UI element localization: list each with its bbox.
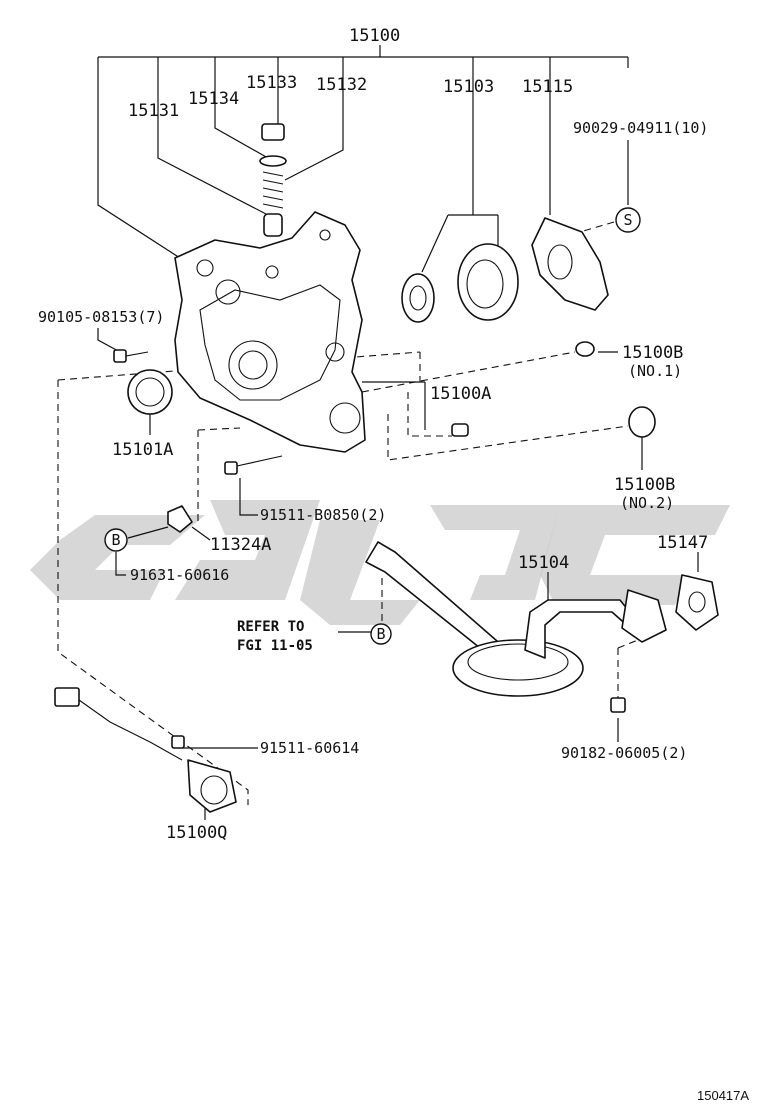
label-15103: 15103 <box>443 77 494 97</box>
oil-pump-housing <box>174 211 366 453</box>
label-91511-b0850: 91511-B0850(2) <box>260 506 386 524</box>
label-15100b-no1: 15100B <box>622 343 683 363</box>
label-15133: 15133 <box>246 73 297 93</box>
strainer-part <box>365 541 667 697</box>
pump-cover-plate <box>531 217 609 311</box>
marker-b-ref: B <box>370 623 392 645</box>
marker-s: S <box>615 207 641 233</box>
svg-text:S: S <box>623 211 632 229</box>
label-15115: 15115 <box>522 77 573 97</box>
label-90105-08153: 90105-08153(7) <box>38 308 164 326</box>
svg-text:B: B <box>111 531 120 549</box>
strainer-nut-part <box>610 697 626 713</box>
label-15100: 15100 <box>349 26 400 46</box>
strainer-gasket-part <box>675 574 719 631</box>
front-bolt-part <box>113 349 149 363</box>
label-15100q: 15100Q <box>166 823 227 843</box>
figure-id: 150417A <box>697 1088 749 1103</box>
label-fgi-11-05: FGI 11-05 <box>237 638 313 654</box>
bracket-part <box>167 505 193 533</box>
label-91631-60616: 91631-60616 <box>130 566 229 584</box>
label-15100b-no2-note: (NO.2) <box>620 494 674 512</box>
relief-valve-parts <box>259 123 287 237</box>
label-15147: 15147 <box>657 533 708 553</box>
label-15100b-no1-note: (NO.1) <box>628 362 682 380</box>
label-15100a: 15100A <box>430 384 491 404</box>
long-bolt-part <box>224 455 283 475</box>
label-15132: 15132 <box>316 75 367 95</box>
label-11324a: 11324A <box>210 535 271 555</box>
label-15131: 15131 <box>128 101 179 121</box>
leader-lines <box>97 45 699 820</box>
label-90182-06005: 90182-06005(2) <box>561 744 687 762</box>
svg-text:B: B <box>376 625 385 643</box>
label-15134: 15134 <box>188 89 239 109</box>
pin-part <box>451 423 469 437</box>
oil-seal-part <box>127 369 173 415</box>
label-15101a: 15101A <box>112 440 173 460</box>
label-91511-60614: 91511-60614 <box>260 739 359 757</box>
marker-b: B <box>104 528 128 552</box>
label-refer-to: REFER TO <box>237 619 304 635</box>
label-15100b-no2: 15100B <box>614 475 675 495</box>
label-90029-04911: 90029-04911(10) <box>573 119 708 137</box>
crank-sensor-part <box>54 687 237 813</box>
pump-rotors <box>401 243 519 323</box>
o-ring-parts <box>575 341 656 438</box>
part-labels: 15100 15133 15132 15134 15131 15103 1511… <box>38 26 749 1103</box>
label-15104: 15104 <box>518 553 569 573</box>
